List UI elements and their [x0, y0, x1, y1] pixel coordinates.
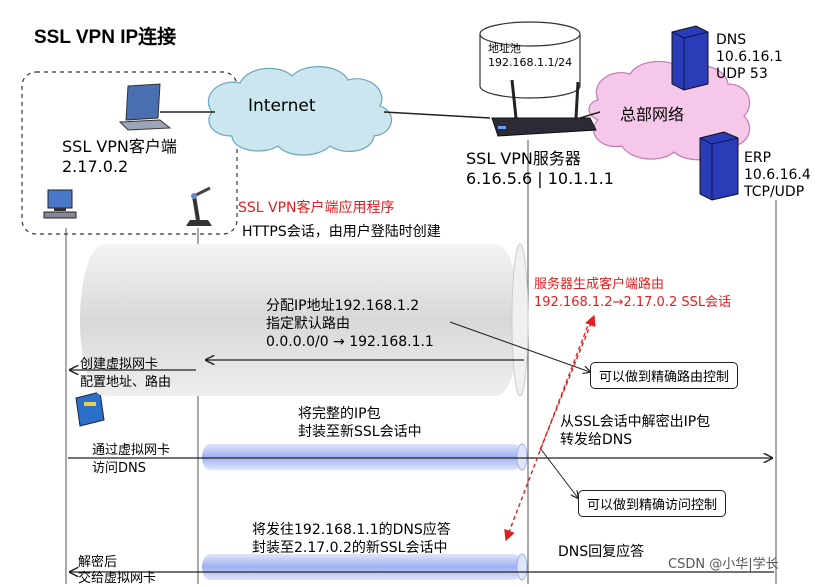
- dns-reply-label: DNS回复应答: [558, 544, 645, 560]
- ssl-tube-1: [202, 443, 528, 471]
- access-ctrl-pointer: [539, 447, 578, 498]
- https-tunnel: [80, 243, 529, 397]
- via-nic-line1: 通过虚拟网卡: [92, 443, 171, 458]
- assign-line3: 0.0.0.0/0 → 192.168.1.1: [266, 334, 434, 350]
- encap-line1: 将完整的IP包: [298, 406, 381, 422]
- hq-label: 总部网络: [620, 105, 685, 124]
- decrypt-after-line1: 解密后: [78, 555, 118, 570]
- erp-ip: 10.6.16.4: [744, 167, 811, 183]
- red-dashed-arrow: [504, 319, 591, 542]
- link-internet-server: [383, 111, 491, 119]
- vpn-server-device: [491, 79, 597, 137]
- server-route-line1: 服务器生成客户端路由: [534, 277, 665, 292]
- route-control-note: 可以做到精确路由控制: [590, 362, 739, 389]
- create-nic-line1: 创建虚拟网卡: [80, 357, 159, 372]
- laptop-device: [118, 83, 172, 131]
- dns-server-device: [671, 25, 709, 91]
- encap-line2: 封装至新SSL会话中: [298, 424, 422, 440]
- app-icon: [186, 186, 212, 226]
- dns-reply-line1: 将发往192.168.1.1的DNS应答: [252, 522, 451, 538]
- link-server-hq: [579, 111, 601, 119]
- erp-server-device: [699, 131, 739, 201]
- https-label: HTTPS会话，由用户登陆时创建: [242, 224, 441, 240]
- create-nic-line2: 配置地址、路由: [80, 375, 172, 390]
- pool-label: 地址池: [488, 42, 521, 55]
- watermark: CSDN @小华|学长: [668, 557, 779, 572]
- ssl-tube-2: [202, 553, 528, 581]
- internet-label: Internet: [248, 96, 316, 116]
- decrypt-line1: 从SSL会话中解密出IP包: [560, 414, 711, 430]
- nic-icon: [75, 391, 105, 427]
- erp-name: ERP: [744, 150, 772, 166]
- client-region: [21, 71, 238, 235]
- via-nic-line2: 访问DNS: [92, 461, 146, 476]
- erp-port: TCP/UDP: [744, 184, 805, 200]
- dns-ip: 10.6.16.1: [716, 49, 783, 65]
- hq-cloud: [588, 60, 751, 161]
- client-name: SSL VPN客户端: [62, 137, 177, 156]
- decrypt-after-line2: 交给虚拟网卡: [78, 571, 157, 586]
- red-dashed-arrow-2: [539, 314, 596, 451]
- pool-range: 192.168.1.1/24: [488, 56, 573, 69]
- app-label: SSL VPN客户端应用程序: [238, 200, 395, 216]
- route-ctrl-pointer: [449, 321, 590, 372]
- dns-port: UDP 53: [716, 66, 768, 82]
- access-control-note: 可以做到精确访问控制: [578, 490, 727, 517]
- assign-line2: 指定默认路由: [266, 316, 350, 332]
- assign-line1: 分配IP地址192.168.1.2: [266, 298, 420, 314]
- server-name: SSL VPN服务器: [466, 149, 581, 168]
- server-route-line2: 192.168.1.2→2.17.0.2 SSL会话: [534, 295, 732, 310]
- client-ip: 2.17.0.2: [62, 157, 129, 176]
- pc-icon: [43, 189, 77, 219]
- page-title: SSL VPN IP连接: [34, 27, 177, 48]
- dns-reply-line2: 封装至2.17.0.2的新SSL会话中: [252, 540, 448, 556]
- server-ip: 6.16.5.6 | 10.1.1.1: [466, 169, 614, 188]
- dns-name: DNS: [716, 32, 747, 48]
- decrypt-line2: 转发给DNS: [560, 432, 633, 448]
